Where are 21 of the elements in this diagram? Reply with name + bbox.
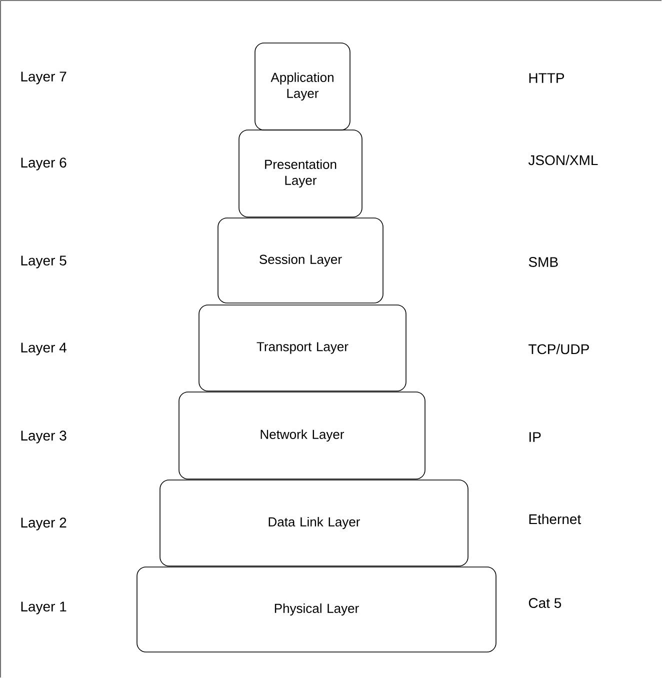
protocol-label: TCP/UDP	[528, 344, 589, 354]
layer-number: Layer 6	[21, 158, 66, 170]
protocol-label: Cat 5	[528, 598, 562, 608]
layer-box: Presentation Layer	[238, 130, 362, 218]
layer-box: Application Layer	[254, 42, 350, 130]
protocol-label: HTTP	[529, 73, 564, 83]
layer-number: Layer 5	[21, 256, 66, 268]
layer-number: Layer 2	[21, 518, 66, 530]
layer-number: Layer 4	[21, 342, 66, 356]
layer-number: Layer 7	[21, 72, 66, 84]
layer-box: Session Layer	[218, 218, 384, 304]
protocol-label: JSON/XML	[528, 154, 598, 166]
layer-box: Network Layer	[178, 392, 426, 480]
protocol-label: SMB	[528, 257, 558, 267]
layer-box: Data Link Layer	[160, 480, 468, 566]
protocol-label: IP	[530, 432, 541, 442]
layer-number: Layer 1	[21, 602, 66, 614]
layer-number: Layer 3	[21, 430, 66, 444]
layer-box: Transport Layer	[198, 304, 406, 392]
protocol-label: Ethernet	[529, 514, 582, 524]
layer-box: Physical Layer	[136, 566, 496, 652]
